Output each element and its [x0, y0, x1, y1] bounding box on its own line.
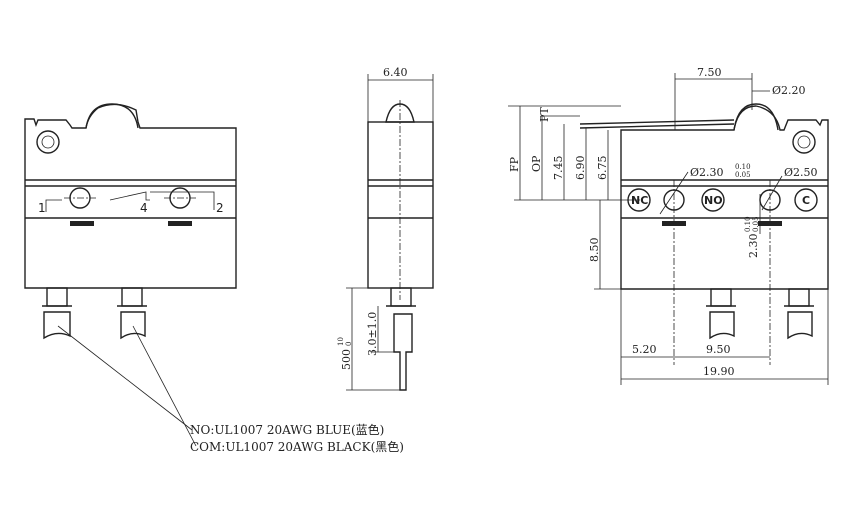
right-dim-850: 8.50 — [588, 238, 601, 263]
leader-no — [57, 325, 193, 431]
front-wire-left — [43, 311, 71, 340]
badge-no: NO — [704, 194, 723, 207]
right-lever-top — [579, 119, 735, 125]
right-wire-left — [709, 311, 735, 340]
front-mount-ring-outer — [36, 130, 60, 154]
right-dim-op: OP — [530, 155, 543, 172]
right-wire-stub-left — [710, 288, 732, 307]
leader-com — [132, 325, 197, 447]
front-body-outline — [24, 103, 237, 289]
front-circuit-lever — [109, 191, 150, 201]
right-dim-fp: FP — [508, 156, 521, 172]
right-dim-675: 6.75 — [596, 156, 609, 181]
front-view: 1 4 2 — [24, 103, 237, 447]
front-circuit-c — [45, 199, 62, 212]
terminal-label-4: 4 — [140, 201, 148, 215]
right-dim-745: 7.45 — [552, 156, 565, 181]
front-plunger — [85, 103, 139, 129]
right-dim-hole-left: Ø2.30 — [690, 166, 724, 179]
right-terminal-bar-right — [758, 221, 782, 226]
right-dim-hole-left-tol-low: 0.05 — [735, 171, 751, 179]
side-dim-wire-tol-low: 0 — [345, 342, 353, 346]
right-hole-left-leader — [659, 171, 689, 215]
front-circuit-no — [150, 191, 215, 210]
right-dim-pt: PT — [538, 107, 551, 122]
right-wire-right — [787, 311, 813, 340]
wire-note-no: NO:UL1007 20AWG BLUE(蓝色) — [190, 423, 384, 437]
right-dim-690: 6.90 — [574, 156, 587, 181]
badge-c: C — [802, 194, 810, 207]
right-plunger — [733, 103, 779, 131]
right-hole-right-leader — [761, 175, 783, 211]
side-dim-strip: 3.0±1.0 — [366, 312, 379, 356]
side-dim-wire-tol-up: 10 — [337, 337, 345, 346]
front-terminal-bar-left — [70, 221, 94, 226]
badge-nc: NC — [631, 194, 648, 207]
right-dim-950: 9.50 — [706, 343, 731, 356]
side-dim-width: 6.40 — [383, 66, 408, 79]
right-dim-plunger-dia: Ø2.20 — [772, 84, 806, 97]
wire-note-com: COM:UL1007 20AWG BLACK(黑色) — [190, 440, 404, 454]
side-dim-wire-len: 500 — [340, 349, 353, 370]
badge-c-ring — [794, 188, 818, 212]
right-dim-1990: 19.90 — [703, 365, 735, 378]
front-wire-stub-left — [46, 287, 68, 307]
front-wire-stub-right — [121, 287, 143, 307]
right-dim-520: 5.20 — [632, 343, 657, 356]
badge-no-ring — [701, 188, 725, 212]
right-terminal-bar-left — [662, 221, 686, 226]
right-view: 7.50 Ø2.20 NC NO C Ø2.30 — [508, 66, 829, 385]
front-wire-right — [120, 311, 146, 340]
right-dim-hole-pos-tol-low: 0.05 — [752, 216, 760, 232]
right-mount-ring-outer — [792, 130, 816, 154]
side-view: 6.40 500 10 0 3.0±1.0 — [337, 66, 434, 391]
front-terminal-bar-right — [168, 221, 192, 226]
right-mount-ring-inner — [797, 135, 811, 149]
side-wire-stub — [390, 287, 412, 307]
terminal-label-2: 2 — [216, 201, 224, 215]
terminal-label-1: 1 — [38, 201, 46, 215]
side-body — [367, 121, 434, 289]
front-mount-ring-inner — [41, 135, 55, 149]
right-dim-hole-left-tol-up: 0.10 — [735, 163, 751, 171]
right-dim-hole-pos: 2.30 — [747, 234, 760, 259]
right-wire-stub-right — [788, 288, 810, 307]
right-dim-hole-pos-tol-up: 0.10 — [744, 216, 752, 232]
right-lever-bottom — [579, 123, 735, 129]
right-dim-pitch: 7.50 — [697, 66, 722, 79]
right-dim-hole-right: Ø2.50 — [784, 166, 818, 179]
